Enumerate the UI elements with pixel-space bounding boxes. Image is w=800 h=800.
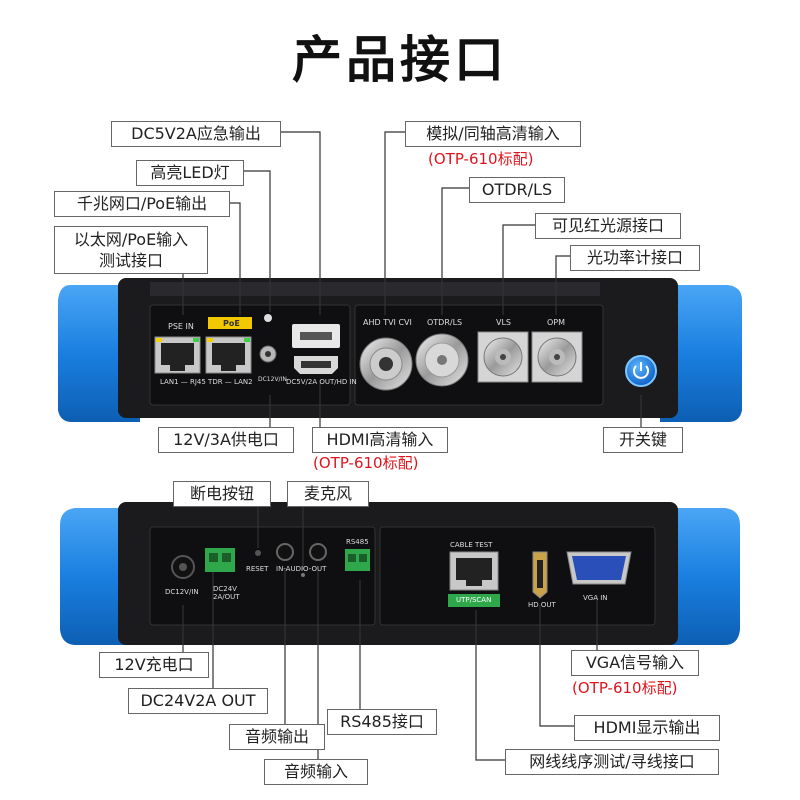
label-mic: 麦克风 <box>287 481 369 507</box>
cable-test-port <box>448 551 500 607</box>
label-charge: 12V充电口 <box>99 652 209 678</box>
audio-in-jack <box>276 543 294 561</box>
label-otdr: OTDR/LS <box>469 177 565 203</box>
poe-badge <box>208 317 252 329</box>
panel-dc5v-hdmi: DC5V/2A OUT/HD IN <box>286 378 357 386</box>
panel-poe: PoE <box>223 319 240 328</box>
opm-connector <box>531 331 583 383</box>
vls-connector <box>477 331 529 383</box>
label-hdmi-out: HDMI显示输出 <box>574 715 720 741</box>
note-hdmi-in: (OTP-610标配) <box>313 454 419 472</box>
panel-utp: UTP/SCAN <box>456 596 492 604</box>
label-ethernet-line1: 以太网/PoE输入 <box>73 230 189 249</box>
label-ethernet: 以太网/PoE输入 测试接口 <box>54 226 208 274</box>
panel-otdr-ls: OTDR/LS <box>427 318 463 327</box>
panel-lan: LAN1 — RJ45 TDR — LAN2 <box>160 378 253 386</box>
rj45-port-lan1 <box>154 336 201 374</box>
label-power-key: 开关键 <box>603 427 683 453</box>
panel-dc24: DC24V 2A/OUT <box>213 585 240 601</box>
panel-vga-in: VGA IN <box>583 594 608 602</box>
label-cable: 网线线序测试/寻线接口 <box>505 749 719 775</box>
note-analog: (OTP-610标配) <box>428 150 534 168</box>
label-vls: 可见红光源接口 <box>535 213 681 239</box>
dc24v-terminal <box>205 548 235 572</box>
label-hdmi-in: HDMI高清输入 <box>312 427 448 453</box>
panel-pse-in: PSE IN <box>168 322 194 331</box>
label-audio-in: 音频输入 <box>264 759 368 785</box>
bottom-right-bumper <box>660 508 740 645</box>
panel-cable-test: CABLE TEST <box>450 541 493 549</box>
top-right-bumper <box>660 285 742 422</box>
label-audio-out: 音频输出 <box>229 724 325 750</box>
otdr-connector <box>415 333 469 387</box>
label-opm: 光功率计接口 <box>570 245 700 271</box>
panel-reset: RESET <box>246 565 269 573</box>
panel-hd-out: HD OUT <box>528 601 556 609</box>
panel-rs485: RS485 <box>346 538 369 546</box>
top-leader-lines <box>182 131 642 427</box>
label-dc5v2a: DC5V2A应急输出 <box>111 121 281 147</box>
label-gigabit: 千兆网口/PoE输出 <box>54 191 230 217</box>
label-cutoff: 断电按钮 <box>173 481 271 507</box>
label-vga: VGA信号输入 <box>571 650 699 676</box>
led-lamp <box>264 314 272 322</box>
panel-audio: IN-AUDIO-OUT <box>276 565 327 573</box>
power-button <box>625 355 657 387</box>
panel-vls: VLS <box>496 318 512 327</box>
note-vga: (OTP-610标配) <box>572 679 678 697</box>
reset-hole <box>255 550 261 556</box>
panel-dc12: DC12V/IN <box>165 588 199 596</box>
label-rs485: RS485接口 <box>327 709 437 735</box>
mic-hole <box>301 573 305 577</box>
page-title: 产品接口 <box>292 31 508 89</box>
label-ethernet-line2: 测试接口 <box>98 251 163 270</box>
rs485-terminal <box>345 549 370 571</box>
label-power-in: 12V/3A供电口 <box>158 427 294 453</box>
rj45-port-lan2 <box>205 336 252 374</box>
label-analog: 模拟/同轴高清输入 <box>405 121 581 147</box>
panel-dc-in: DC12V/IN <box>258 376 287 383</box>
panel-opm: OPM <box>547 318 566 327</box>
bnc-connector <box>359 337 413 391</box>
label-dc24: DC24V2A OUT <box>128 688 268 714</box>
panel-ahd: AHD TVI CVI <box>363 318 412 327</box>
label-led: 高亮LED灯 <box>136 160 244 186</box>
audio-out-jack <box>309 543 327 561</box>
